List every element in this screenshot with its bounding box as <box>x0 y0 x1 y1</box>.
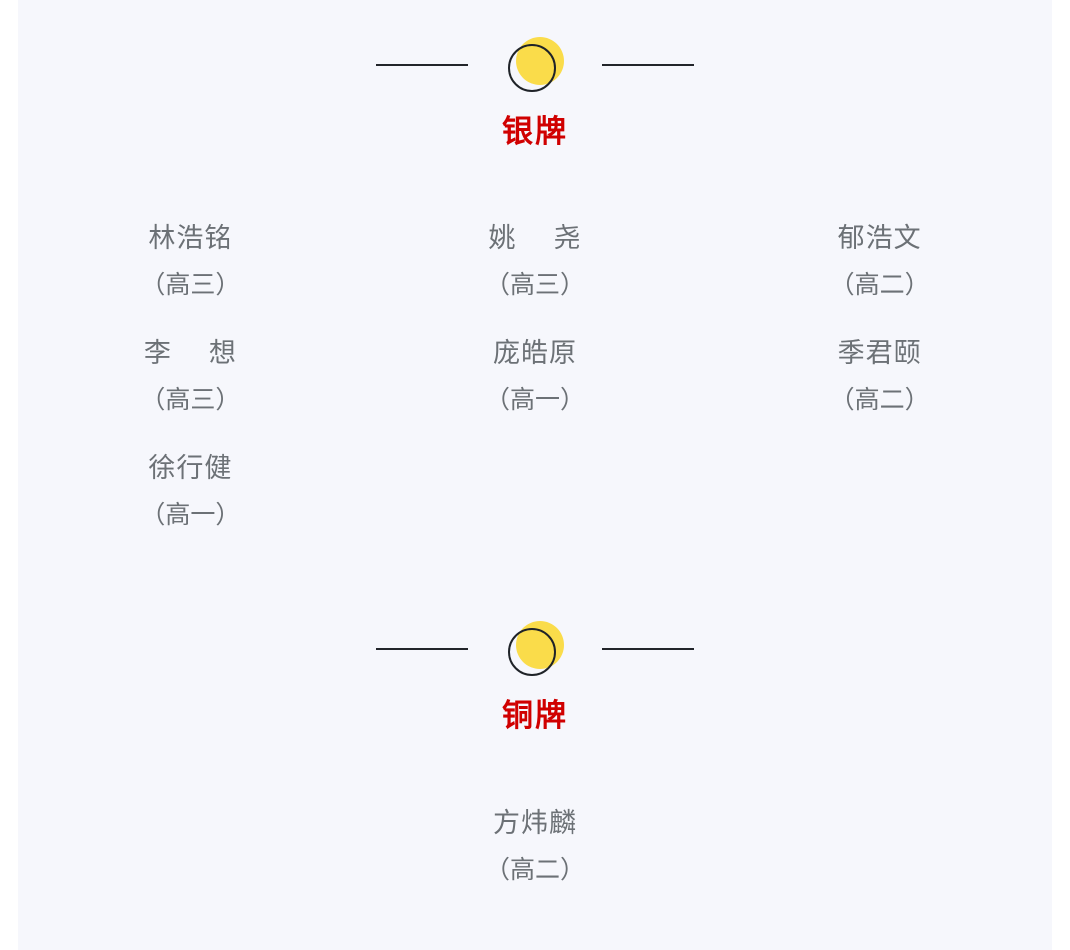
medal-title-silver: 银牌 <box>502 114 568 149</box>
winner-column-3: 郁浩文 （高二） 季君颐 （高二） <box>707 215 1052 538</box>
winner-name: 方炜麟 <box>493 808 577 838</box>
divider-line-left <box>376 64 468 66</box>
winner-entry: 林浩铭 （高三） <box>140 215 240 308</box>
winner-grade: （高二） <box>829 271 930 299</box>
medal-icon <box>504 619 566 679</box>
winner-entry: 庞皓原 （高一） <box>485 330 585 423</box>
medal-section-silver: 银牌 <box>18 36 1052 147</box>
winner-column-1 <box>18 800 363 893</box>
silver-badge-row <box>18 36 1052 94</box>
winner-grade: （高二） <box>485 856 586 884</box>
winner-column-2: 方炜麟 （高二） <box>363 800 708 893</box>
winner-name: 姚 尧 <box>488 223 582 253</box>
winners-grid-silver: 林浩铭 （高三） 李 想 （高三） 徐行健 （高一） 姚 尧 （高三） 庞皓原 … <box>18 215 1052 538</box>
winner-entry: 方炜麟 （高二） <box>485 800 585 893</box>
medal-icon <box>504 35 566 95</box>
winner-grade: （高三） <box>140 271 241 299</box>
winner-entry: 徐行健 （高一） <box>140 445 240 538</box>
winner-entry: 李 想 （高三） <box>140 330 240 423</box>
winner-grade: （高一） <box>140 501 241 529</box>
winner-entry: 郁浩文 （高二） <box>830 215 930 308</box>
divider-line-left <box>376 648 468 650</box>
winners-grid-bronze: 方炜麟 （高二） <box>18 800 1052 893</box>
winner-grade: （高三） <box>140 386 241 414</box>
winner-grade: （高三） <box>485 271 586 299</box>
winner-name: 林浩铭 <box>148 223 233 253</box>
winner-grade: （高二） <box>829 386 930 414</box>
bronze-badge-row <box>18 620 1052 678</box>
winner-entry: 季君颐 （高二） <box>830 330 930 423</box>
winner-name: 李 想 <box>143 338 237 368</box>
winner-name: 徐行健 <box>148 453 233 483</box>
winner-name: 郁浩文 <box>837 223 922 253</box>
winner-entry: 姚 尧 （高三） <box>485 215 585 308</box>
winner-name: 季君颐 <box>837 338 922 368</box>
winner-column-1: 林浩铭 （高三） 李 想 （高三） 徐行健 （高一） <box>18 215 363 538</box>
winner-column-3 <box>707 800 1052 893</box>
winner-grade: （高一） <box>485 386 586 414</box>
divider-line-right <box>602 64 694 66</box>
medal-title-bronze: 铜牌 <box>502 698 568 733</box>
winner-name: 庞皓原 <box>493 338 577 368</box>
medal-section-bronze: 铜牌 <box>18 620 1052 731</box>
medal-ring <box>508 44 556 92</box>
divider-line-right <box>602 648 694 650</box>
medal-ring <box>508 628 556 676</box>
winner-column-2: 姚 尧 （高三） 庞皓原 （高一） <box>363 215 708 538</box>
